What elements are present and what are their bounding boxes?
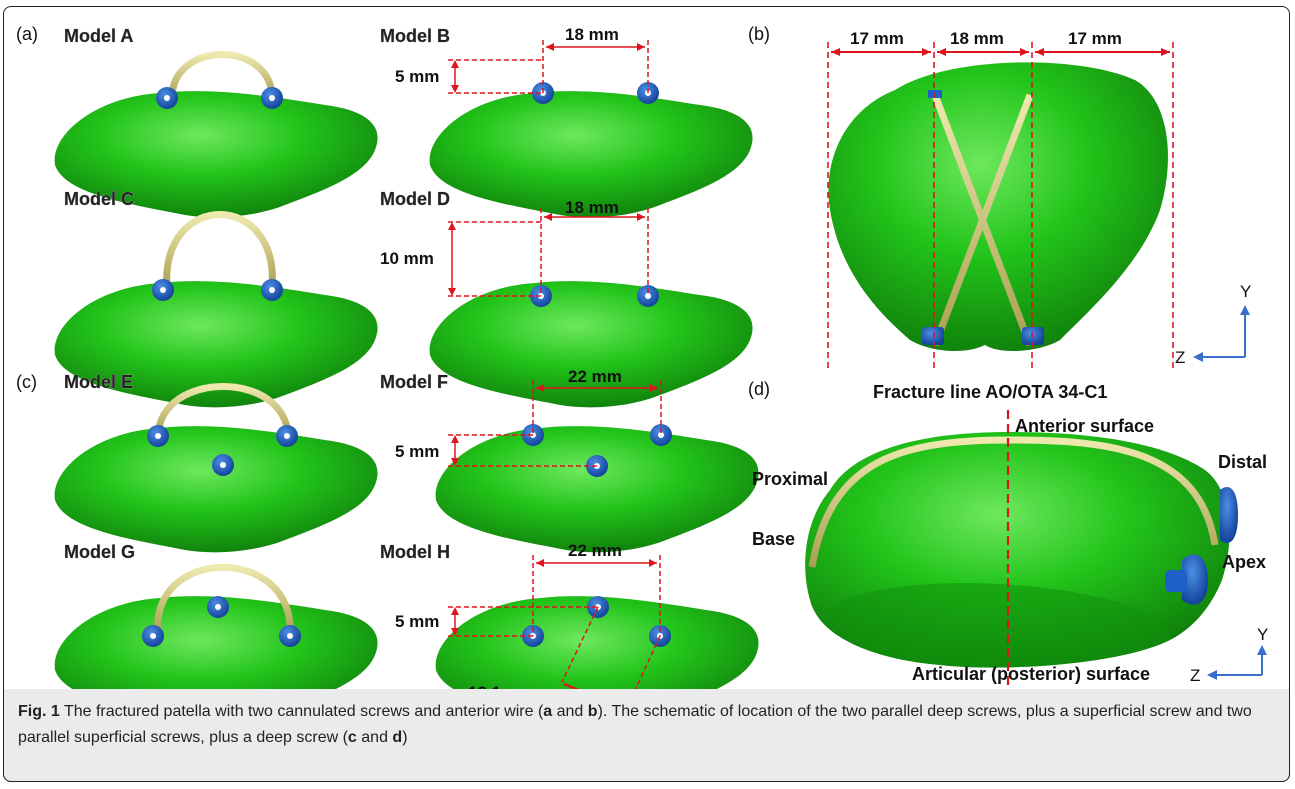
caption-and-2: and <box>356 729 393 746</box>
model-f-title: Model F <box>380 372 448 392</box>
model-d-height-label: 10 mm <box>380 249 434 268</box>
caption-ref-c: c <box>347 729 357 746</box>
model-b-title: Model B <box>380 26 450 46</box>
model-d-title: Model D <box>380 189 450 209</box>
panel-d-axis-y: Y <box>1257 625 1268 644</box>
panel-d-illustration <box>805 410 1238 690</box>
panel-label-b: (b) <box>748 24 770 44</box>
model-h-width-label: 22 mm <box>568 541 622 560</box>
model-c-title: Model C <box>64 189 134 209</box>
caption-ref-b: b <box>587 703 598 720</box>
panel-b-illustration <box>827 42 1174 372</box>
panel-label-c: (c) <box>16 372 37 392</box>
caption-text-2: ). The schematic of location of the two … <box>18 703 1252 746</box>
panel-b-axis-icon <box>1198 310 1246 358</box>
caption-ref-a: a <box>543 703 553 720</box>
model-b-width-label: 18 mm <box>565 25 619 44</box>
figure-caption: Fig. 1 The fractured patella with two ca… <box>3 689 1290 782</box>
caption-ref-d: d <box>392 729 403 746</box>
model-e-title: Model E <box>64 372 133 392</box>
panel-d-axis-icon <box>1212 652 1263 676</box>
model-f-height-label: 5 mm <box>395 442 439 461</box>
panel-b-left-label: 17 mm <box>850 29 904 48</box>
panel-b-axis-z: Z <box>1175 348 1185 367</box>
caption-label: Fig. 1 <box>18 703 60 720</box>
model-a-illustration <box>54 51 378 218</box>
panel-d-proximal: Proximal <box>752 469 828 489</box>
panel-d-axis-z: Z <box>1190 666 1200 685</box>
panel-label-d: (d) <box>748 379 770 399</box>
model-a-title: Model A <box>64 26 133 46</box>
caption-and-1: and <box>552 703 588 720</box>
panel-d-apex: Apex <box>1222 552 1266 572</box>
panel-d-base: Base <box>752 529 795 549</box>
model-h-height-label: 5 mm <box>395 612 439 631</box>
model-f-illustration <box>435 380 759 553</box>
panel-d-fracture-line: Fracture line AO/OTA 34-C1 <box>873 382 1107 402</box>
model-b-height-label: 5 mm <box>395 67 439 86</box>
panel-d-articular: Articular (posterior) surface <box>912 664 1150 684</box>
panel-b-right-label: 17 mm <box>1068 29 1122 48</box>
model-c-illustration <box>54 211 378 408</box>
caption-text-3: ) <box>402 729 408 746</box>
panel-d-distal: Distal <box>1218 452 1267 472</box>
model-g-title: Model G <box>64 542 135 562</box>
model-d-width-label: 18 mm <box>565 198 619 217</box>
panel-b-mid-label: 18 mm <box>950 29 1004 48</box>
caption-text-1: The fractured patella with two cannulate… <box>59 703 544 720</box>
model-e-illustration <box>54 383 378 553</box>
panel-d-anterior: Anterior surface <box>1015 416 1154 436</box>
model-h-title: Model H <box>380 542 450 562</box>
model-b-illustration <box>429 40 753 218</box>
model-f-width-label: 22 mm <box>568 367 622 386</box>
panel-b-axis-y: Y <box>1240 282 1251 301</box>
model-d-illustration <box>429 208 753 408</box>
model-g-illustration <box>54 563 378 723</box>
panel-label-a: (a) <box>16 24 38 44</box>
